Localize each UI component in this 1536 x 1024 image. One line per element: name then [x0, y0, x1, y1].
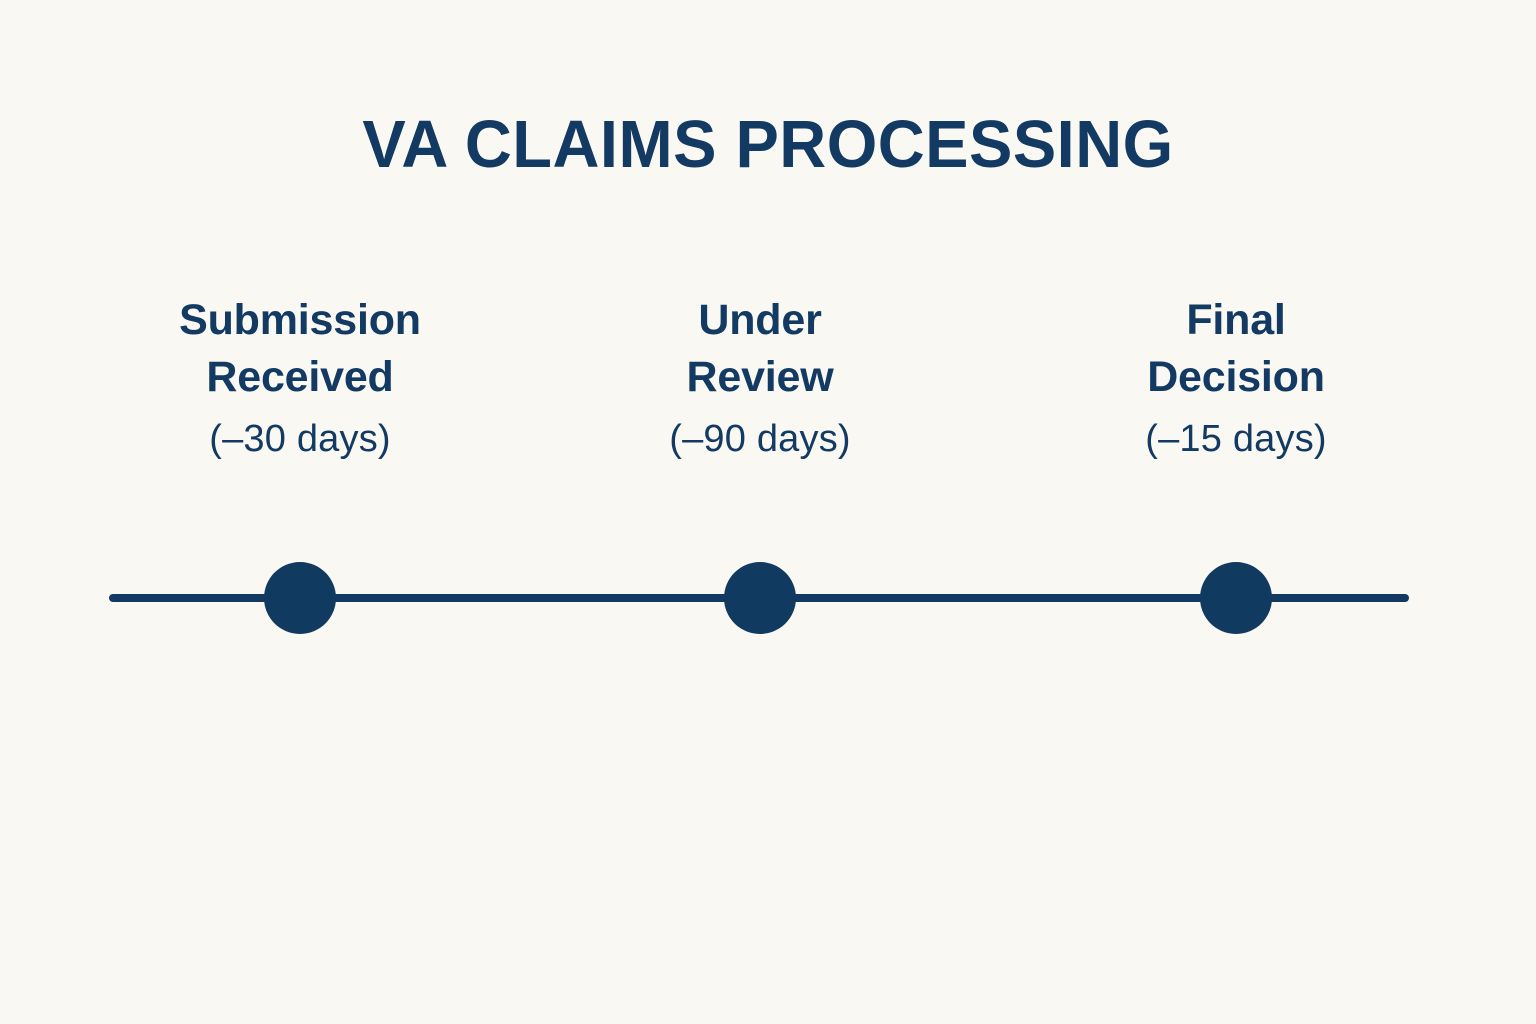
milestone-name: Under Review — [590, 292, 930, 406]
milestone-name-line2: Received — [206, 353, 394, 401]
milestone-label-final-decision: Final Decision (–15 days) — [1066, 292, 1406, 461]
milestone-label-submission-received: Submission Received (–30 days) — [130, 292, 470, 461]
milestone-duration: (–15 days) — [1145, 418, 1327, 460]
milestone-name-line1: Under — [698, 296, 822, 344]
timeline-dot-final-decision[interactable] — [1200, 562, 1272, 634]
timeline-dot-submission-received[interactable] — [264, 562, 336, 634]
milestone-name-line2: Review — [686, 353, 834, 401]
milestone-name-line1: Submission — [179, 296, 421, 344]
milestone-duration: (–90 days) — [669, 418, 851, 460]
milestone-name-line1: Final — [1186, 296, 1286, 344]
milestone-name: Submission Received — [130, 292, 470, 406]
milestone-name: Final Decision — [1066, 292, 1406, 406]
milestone-duration: (–30 days) — [209, 418, 391, 460]
milestone-label-under-review: Under Review (–90 days) — [590, 292, 930, 461]
timeline-dot-under-review[interactable] — [724, 562, 796, 634]
page-title: VA CLAIMS PROCESSING — [362, 107, 1174, 182]
milestone-name-line2: Decision — [1147, 353, 1325, 401]
